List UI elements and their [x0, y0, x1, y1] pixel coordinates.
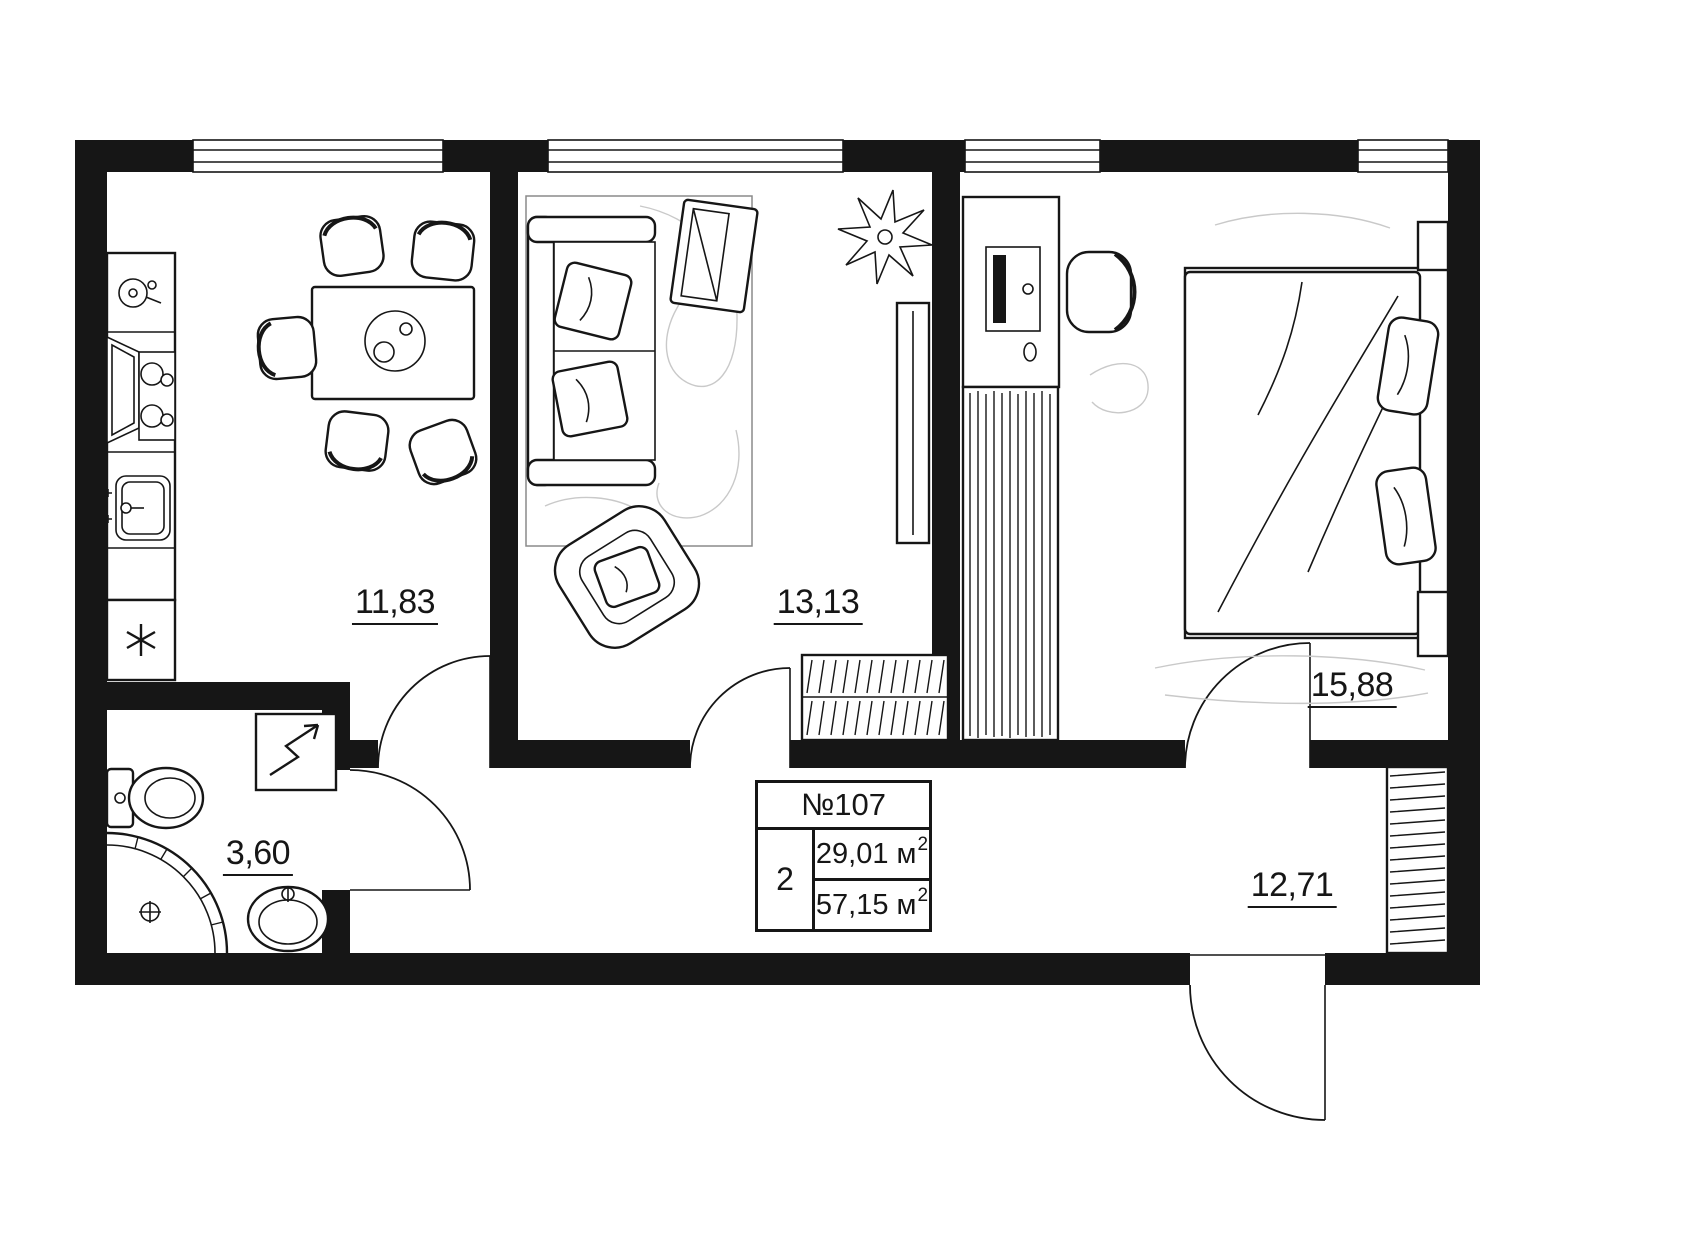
bed-pillow: [1376, 316, 1440, 416]
sofa: [526, 215, 657, 487]
hallway: [1385, 765, 1450, 955]
window: [1357, 139, 1449, 173]
area-label-bathroom: 3,60: [222, 834, 294, 876]
living-room: [525, 189, 950, 742]
armchair: [553, 505, 701, 649]
shower: [106, 831, 229, 954]
snowflake-icon: [126, 624, 156, 656]
plant-icon: [837, 189, 933, 285]
entrance-door: [1189, 954, 1326, 1121]
rooms-count: 2: [758, 830, 815, 929]
total-area-value: 57,15 м: [815, 888, 917, 921]
bedroom: [961, 195, 1450, 742]
monitor: [993, 255, 1006, 323]
window: [192, 139, 444, 173]
dining-chair: [319, 214, 385, 278]
drain-icon: [139, 901, 161, 923]
kitchen-door: [377, 655, 491, 769]
bathroom-door: [349, 769, 471, 891]
nightstand: [1416, 590, 1450, 658]
tv-stand: [669, 198, 759, 314]
mirror-shelf: [895, 301, 931, 545]
water-heater: [254, 712, 338, 792]
area-label-living-room: 13,13: [773, 583, 863, 625]
shoe-cabinet: [800, 653, 950, 742]
window: [547, 139, 844, 173]
dining-chair: [408, 418, 478, 486]
tap-marks: [104, 489, 112, 523]
toilet: [105, 766, 205, 830]
bathroom: [105, 712, 338, 954]
dining-table: [310, 285, 476, 401]
area-label-hallway: 12,71: [1247, 866, 1337, 908]
small-appliance: [118, 278, 162, 308]
bed-pillow: [1375, 466, 1437, 566]
windows: [192, 139, 1449, 173]
area-value: 13,13: [773, 583, 863, 625]
nightstand: [1416, 220, 1450, 272]
living-room-door: [689, 667, 791, 769]
armchair-pillow: [593, 545, 661, 609]
area-value: 3,60: [222, 834, 294, 876]
arrow-icon: [269, 723, 319, 777]
washbasin: [246, 885, 330, 953]
living-area-sup: 2: [917, 834, 929, 855]
cooker-hood: [106, 335, 140, 445]
sofa-pillow: [553, 261, 633, 341]
hallway-wardrobe: [1385, 765, 1450, 955]
wardrobe: [961, 385, 1060, 742]
blanket: [1183, 270, 1422, 636]
living-area-value: 29,01 м: [815, 837, 917, 870]
area-value: 15,88: [1307, 666, 1397, 708]
area-label-bedroom: 15,88: [1307, 666, 1397, 708]
area-value: 12,71: [1247, 866, 1337, 908]
dining-chair: [410, 220, 476, 282]
apartment-number: №107: [758, 783, 929, 830]
total-area-sup: 2: [917, 885, 929, 906]
desk-chair: [1065, 250, 1137, 334]
bedroom-door: [1184, 642, 1311, 769]
sofa-pillow: [551, 360, 629, 438]
bed: [1183, 266, 1450, 640]
area-value: 11,83: [351, 583, 439, 625]
desk: [961, 195, 1061, 389]
exterior-walls: [75, 140, 1480, 985]
fridge: [105, 598, 177, 682]
mouse: [1023, 342, 1037, 362]
window: [964, 139, 1101, 173]
doors: [349, 642, 1326, 1121]
dining-chair: [256, 315, 318, 381]
area-label-kitchen: 11,83: [351, 583, 439, 625]
cooktop: [138, 351, 176, 441]
kitchen-sink: [104, 475, 171, 541]
kitchen: [104, 214, 478, 682]
dining-chair: [324, 410, 390, 472]
